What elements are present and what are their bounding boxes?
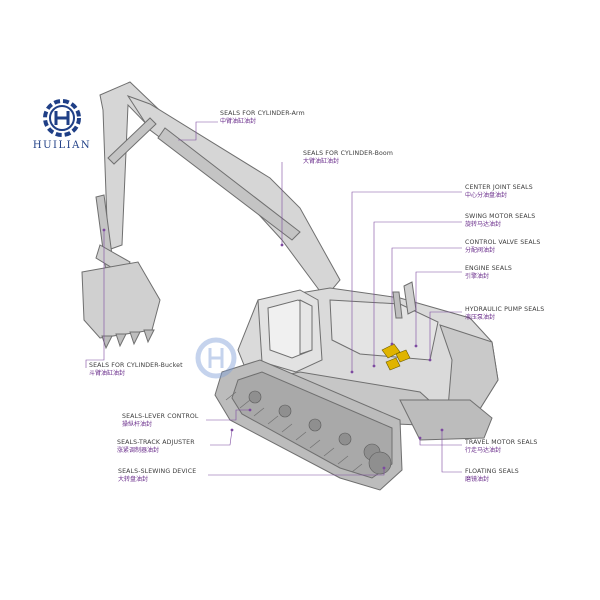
callout-en: CONTROL VALVE SEALS bbox=[465, 239, 541, 246]
callout-en: SEALS-SLEWING DEVICE bbox=[118, 468, 197, 475]
arm-cylinder bbox=[107, 117, 157, 165]
callout-zh: 引擎油封 bbox=[465, 273, 490, 281]
callout-en: SEALS-TRACK ADJUSTER bbox=[117, 439, 195, 446]
boom-cylinder bbox=[157, 127, 301, 241]
callout-zh: 中心分油盘油封 bbox=[465, 192, 508, 200]
callout-zh: 大转盘油封 bbox=[118, 476, 149, 484]
highlighted-components bbox=[381, 343, 411, 371]
callout-en: SEALS FOR CYLINDER-Bucket bbox=[89, 362, 183, 369]
bucket bbox=[81, 261, 161, 339]
callout-en: SWING MOTOR SEALS bbox=[465, 213, 536, 220]
callout-zh: 磨镜油封 bbox=[465, 476, 490, 484]
callout-zh: 大臂油缸油封 bbox=[303, 158, 340, 166]
gear-h-icon bbox=[43, 99, 81, 137]
callout-zh: 分配阀油封 bbox=[465, 247, 496, 255]
callout-en: FLOATING SEALS bbox=[465, 468, 519, 475]
callout-zh: 涨紧调制器油封 bbox=[117, 447, 160, 455]
callout-en: HYDRAULIC PUMP SEALS bbox=[465, 306, 545, 313]
callout-zh: 中臂油缸油封 bbox=[220, 118, 257, 126]
callout-bucket: SEALS FOR CYLINDER-Bucket 斗臂油缸油封 bbox=[89, 362, 183, 379]
callout-zh: 液压泵油封 bbox=[465, 314, 496, 322]
callout-track-adjuster: SEALS-TRACK ADJUSTER 涨紧调制器油封 bbox=[117, 439, 195, 456]
callout-control-valve: CONTROL VALVE SEALS 分配阀油封 bbox=[465, 239, 540, 256]
callout-en: SEALS FOR CYLINDER-Arm bbox=[220, 110, 305, 117]
callout-en: TRAVEL MOTOR SEALS bbox=[465, 439, 538, 446]
callout-engine: ENGINE SEALS 引擎油封 bbox=[465, 265, 512, 282]
callout-hydraulic-pump: HYDRAULIC PUMP SEALS 液压泵油封 bbox=[465, 306, 544, 323]
callout-swing-motor: SWING MOTOR SEALS 旋转马达油封 bbox=[465, 213, 535, 230]
brand-logo: HUILIAN bbox=[14, 96, 114, 166]
callout-en: SEALS-LEVER CONTROL bbox=[122, 413, 199, 420]
callout-en: CENTER JOINT SEALS bbox=[465, 184, 533, 191]
watermark-logo bbox=[195, 337, 237, 379]
callout-zh: 斗臂油缸油封 bbox=[89, 370, 126, 378]
callout-en: ENGINE SEALS bbox=[465, 265, 512, 272]
callout-en: SEALS FOR CYLINDER-Boom bbox=[303, 150, 394, 157]
callout-zh: 旋转马达油封 bbox=[465, 221, 502, 229]
callout-center-joint: CENTER JOINT SEALS 中心分油盘油封 bbox=[465, 184, 533, 201]
callout-boom: SEALS FOR CYLINDER-Boom 大臂油缸油封 bbox=[303, 150, 393, 167]
leader-lines bbox=[85, 121, 462, 476]
callout-zh: 操纵杆油封 bbox=[122, 421, 153, 429]
callout-travel-motor: TRAVEL MOTOR SEALS 行走马达油封 bbox=[465, 439, 538, 456]
excavator-illustration bbox=[81, 81, 499, 491]
callout-slewing-device: SEALS-SLEWING DEVICE 大转盘油封 bbox=[118, 468, 196, 485]
callout-lever-control: SEALS-LEVER CONTROL 操纵杆油封 bbox=[122, 413, 199, 430]
callout-floating: FLOATING SEALS 磨镜油封 bbox=[465, 468, 519, 485]
track-right bbox=[399, 399, 493, 441]
callout-zh: 行走马达油封 bbox=[465, 447, 502, 455]
brand-name: HUILIAN bbox=[32, 140, 92, 151]
callout-arm: SEALS FOR CYLINDER-Arm 中臂油缸油封 bbox=[220, 110, 305, 127]
